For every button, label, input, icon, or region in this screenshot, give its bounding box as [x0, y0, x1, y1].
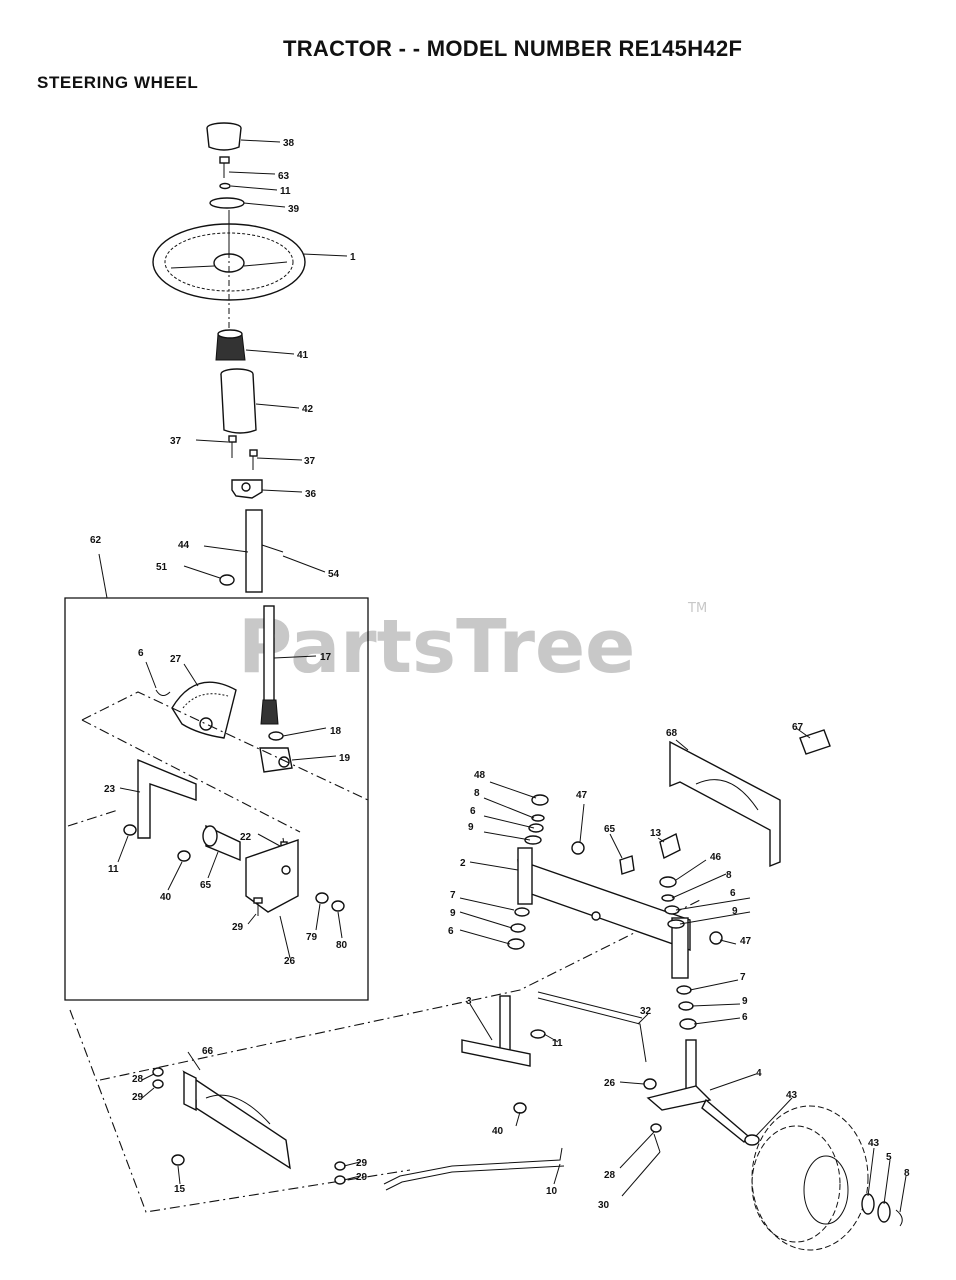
callout-26: 26 [284, 956, 296, 967]
callout-9-left: 9 [468, 822, 474, 833]
callout-43-wheel: 43 [868, 1138, 880, 1149]
callout-9-lower-left: 9 [450, 908, 456, 919]
callout-48: 48 [474, 770, 486, 781]
watermark-logo: PartsTree [238, 604, 635, 690]
callout-44: 44 [178, 540, 190, 551]
callout-41: 41 [297, 350, 309, 361]
callout-29-lower-b: 29 [356, 1172, 368, 1183]
callout-6-left: 6 [470, 806, 476, 817]
callout-5: 5 [886, 1152, 892, 1163]
callout-11-arm: 11 [108, 864, 119, 875]
callout-80: 80 [336, 940, 348, 951]
callout-29-left: 29 [132, 1092, 144, 1103]
callout-2: 2 [460, 858, 466, 869]
callout-26-right: 26 [604, 1078, 616, 1089]
callout-36: 36 [305, 489, 317, 500]
callout-9-lower-right: 9 [742, 996, 748, 1007]
callout-8-right: 8 [726, 870, 732, 881]
callout-3: 3 [466, 996, 472, 1007]
callout-40-right: 40 [492, 1126, 504, 1137]
callout-23: 23 [104, 784, 116, 795]
callout-79: 79 [306, 932, 318, 943]
callout-28-left: 28 [132, 1074, 144, 1085]
callout-10: 10 [546, 1186, 558, 1197]
callout-28-right: 28 [604, 1170, 616, 1181]
steering-column-parts [152, 122, 306, 593]
callout-63: 63 [278, 171, 290, 182]
callout-1: 1 [350, 252, 356, 263]
callout-6-right: 6 [730, 888, 736, 899]
front-axle-parts [461, 729, 903, 1251]
callout-37-right: 37 [304, 456, 316, 467]
leader-lines [117, 139, 907, 1213]
callout-40: 40 [160, 892, 172, 903]
callout-37-left: 37 [170, 436, 182, 447]
callout-43: 43 [786, 1090, 798, 1101]
left-bracket-parts [152, 1067, 565, 1191]
callout-18: 18 [330, 726, 342, 737]
callout-30: 30 [598, 1200, 610, 1211]
steering-gear-assembly [64, 553, 701, 1213]
callout-7-right: 7 [740, 972, 746, 983]
callout-62: 62 [90, 535, 102, 546]
callout-8: 8 [474, 788, 480, 799]
callout-11: 11 [280, 186, 291, 197]
page-title: TRACTOR - - MODEL NUMBER RE145H42F [283, 36, 743, 61]
callout-47-right: 47 [740, 936, 752, 947]
callout-15: 15 [174, 1184, 186, 1195]
callout-17: 17 [320, 652, 332, 663]
callout-66: 66 [202, 1046, 214, 1057]
callout-8-wheel: 8 [904, 1168, 910, 1179]
callout-6-lower-left: 6 [448, 926, 454, 937]
callout-65: 65 [200, 880, 212, 891]
callout-22: 22 [240, 832, 252, 843]
callout-29: 29 [232, 922, 244, 933]
callout-32: 32 [640, 1006, 652, 1017]
callout-68: 68 [666, 728, 678, 739]
callout-46: 46 [710, 852, 722, 863]
watermark-tm: TM [687, 601, 707, 616]
callout-13: 13 [650, 828, 662, 839]
callout-67: 67 [792, 722, 804, 733]
callout-47: 47 [576, 790, 588, 801]
callout-11-spindle: 11 [552, 1038, 563, 1049]
section-title: STEERING WHEEL [37, 73, 199, 92]
callout-6-lower-right: 6 [742, 1012, 748, 1023]
callout-51: 51 [156, 562, 168, 573]
callout-7-left: 7 [450, 890, 456, 901]
callout-38: 38 [283, 138, 295, 149]
callout-42: 42 [302, 404, 314, 415]
callout-65-axle: 65 [604, 824, 616, 835]
callout-27: 27 [170, 654, 182, 665]
callout-labels: 38 63 11 39 1 41 42 37 37 36 44 54 51 62… [90, 138, 910, 1211]
callout-29-lower-a: 29 [356, 1158, 368, 1169]
callout-19: 19 [339, 753, 351, 764]
callout-6: 6 [138, 648, 144, 659]
callout-54: 54 [328, 569, 340, 580]
callout-9-right: 9 [732, 906, 738, 917]
callout-4: 4 [756, 1068, 762, 1079]
callout-39: 39 [288, 204, 300, 215]
